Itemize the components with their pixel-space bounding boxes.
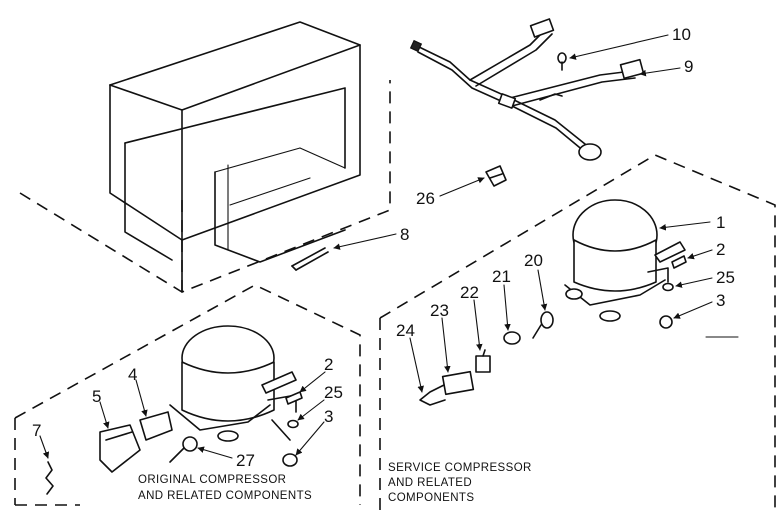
callout-23: 23: [430, 301, 449, 320]
service-compressor: [564, 199, 686, 322]
callout-2-service: 2: [716, 240, 725, 259]
drier-part-8: [291, 247, 329, 271]
callout-22: 22: [460, 283, 479, 302]
original-compressor: [169, 325, 297, 442]
callout-2-original: 2: [324, 355, 333, 374]
original-caption-line2: AND RELATED COMPONENTS: [138, 490, 312, 502]
original-caption-line1: ORIGINAL COMPRESSOR: [138, 474, 286, 486]
original-caption: ORIGINAL COMPRESSOR AND RELATED COMPONEN…: [138, 474, 312, 502]
callout-27: 27: [236, 451, 255, 470]
service-caption-line3: COMPONENTS: [388, 492, 474, 504]
service-caption-line2: AND RELATED: [388, 477, 472, 489]
callout-4: 4: [128, 365, 137, 384]
callout-25-original: 25: [324, 383, 343, 402]
leader-lines: [39, 34, 713, 459]
callout-labels: 10 9 26 8 1 2 25 3 20 21 22 23 24 4 5 7 …: [32, 25, 735, 470]
callout-26: 26: [416, 189, 435, 208]
callout-10: 10: [672, 25, 691, 44]
callout-24: 24: [396, 321, 415, 340]
callout-9: 9: [684, 57, 693, 76]
service-group-outline: [379, 154, 776, 510]
callout-21: 21: [492, 267, 511, 286]
callout-5: 5: [92, 387, 101, 406]
service-small-parts: [419, 255, 687, 406]
callout-20: 20: [524, 251, 543, 270]
cabinet-outline: [19, 21, 391, 293]
callout-1: 1: [716, 213, 725, 232]
wire-harness: [409, 18, 645, 161]
service-caption-line1: SERVICE COMPRESSOR: [388, 462, 532, 474]
original-small-parts: [45, 391, 303, 495]
screw-part-10: [557, 52, 567, 71]
original-group-outline: [14, 284, 361, 506]
callout-25-service: 25: [716, 268, 735, 287]
callout-7: 7: [32, 421, 41, 440]
callout-3-original: 3: [324, 407, 333, 426]
callout-3-service: 3: [716, 291, 725, 310]
service-caption: SERVICE COMPRESSOR AND RELATED COMPONENT…: [388, 462, 532, 504]
callout-8: 8: [400, 225, 409, 244]
clip-part-26: [485, 165, 507, 187]
